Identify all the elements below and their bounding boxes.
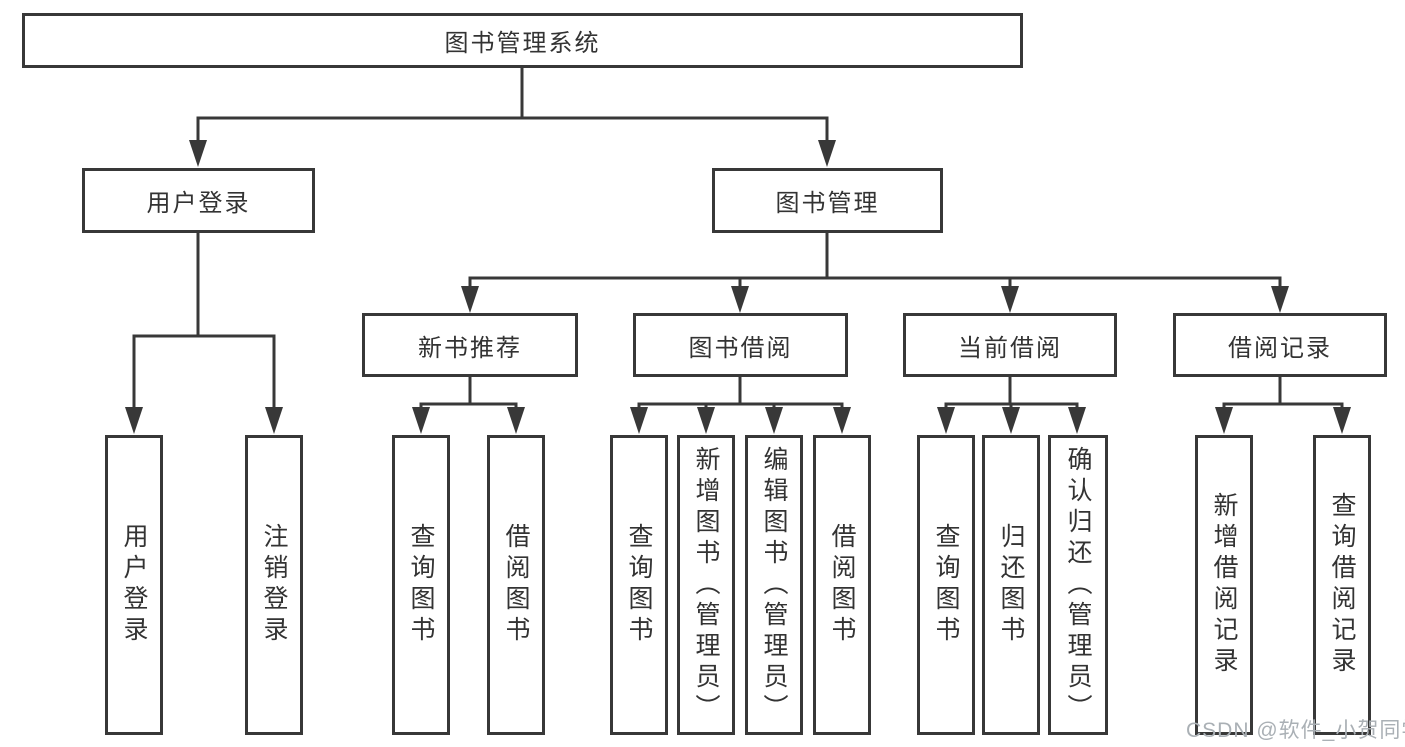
leaf-label: 查询图书 [625, 523, 653, 647]
leaf-label: 查询图书 [407, 523, 435, 647]
leaf-add-book-admin: 新增图书（管理员） [677, 435, 735, 735]
leaf-label: 新增借阅记录 [1210, 492, 1238, 678]
csdn-watermark: CSDN @软件_小贺同学 [1186, 719, 1405, 742]
leaf-add-borrow-record: 新增借阅记录 [1195, 435, 1253, 735]
leaf-query-books-recommend: 查询图书 [392, 435, 450, 735]
leaf-label: 注销登录 [260, 523, 288, 647]
node-current-borrowing: 当前借阅 [903, 313, 1117, 377]
leaf-label: 查询图书 [932, 523, 960, 647]
connector-leaf-branches [419, 375, 1344, 411]
node-label: 当前借阅 [958, 334, 1062, 362]
node-book-management: 图书管理 [712, 168, 943, 233]
node-user-login: 用户登录 [82, 168, 315, 233]
leaf-query-books-current: 查询图书 [917, 435, 975, 735]
leaf-user-login: 用户登录 [105, 435, 163, 735]
node-book-borrowing: 图书借阅 [633, 313, 848, 377]
leaf-query-borrow-record: 查询借阅记录 [1313, 435, 1371, 735]
leaf-borrow-books: 借阅图书 [813, 435, 871, 735]
leaf-logout-login: 注销登录 [245, 435, 303, 735]
connector-root-to-level2 [196, 66, 829, 144]
leaf-edit-book-admin: 编辑图书（管理员） [745, 435, 803, 735]
node-new-book-recommendation: 新书推荐 [362, 313, 578, 377]
node-label: 借阅记录 [1228, 334, 1332, 362]
leaf-label: 借阅图书 [502, 523, 530, 647]
leaf-label: 借阅图书 [828, 523, 856, 647]
leaf-label: 确认归还（管理员） [1064, 445, 1092, 725]
node-label: 用户登录 [146, 190, 251, 217]
leaf-label: 用户登录 [120, 523, 148, 647]
connector-book-management-branch [468, 231, 1282, 290]
leaf-return-books: 归还图书 [982, 435, 1040, 735]
leaf-label: 查询借阅记录 [1328, 492, 1356, 678]
node-label: 新书推荐 [418, 334, 522, 362]
leaf-label: 归还图书 [997, 523, 1025, 647]
leaf-label: 编辑图书（管理员） [760, 445, 788, 725]
node-borrowing-records: 借阅记录 [1173, 313, 1387, 377]
leaf-borrow-books-recommend: 借阅图书 [487, 435, 545, 735]
node-label: 图书管理系统 [444, 30, 601, 57]
leaf-query-books-borrow: 查询图书 [610, 435, 668, 735]
node-library-management-system: 图书管理系统 [22, 13, 1023, 68]
arrowheads [125, 140, 1351, 434]
node-label: 图书借阅 [688, 334, 793, 362]
leaf-confirm-return-admin: 确认归还（管理员） [1048, 435, 1108, 735]
node-label: 图书管理 [775, 190, 880, 217]
connector-user-login-branch [132, 231, 276, 411]
leaf-label: 新增图书（管理员） [692, 445, 720, 725]
